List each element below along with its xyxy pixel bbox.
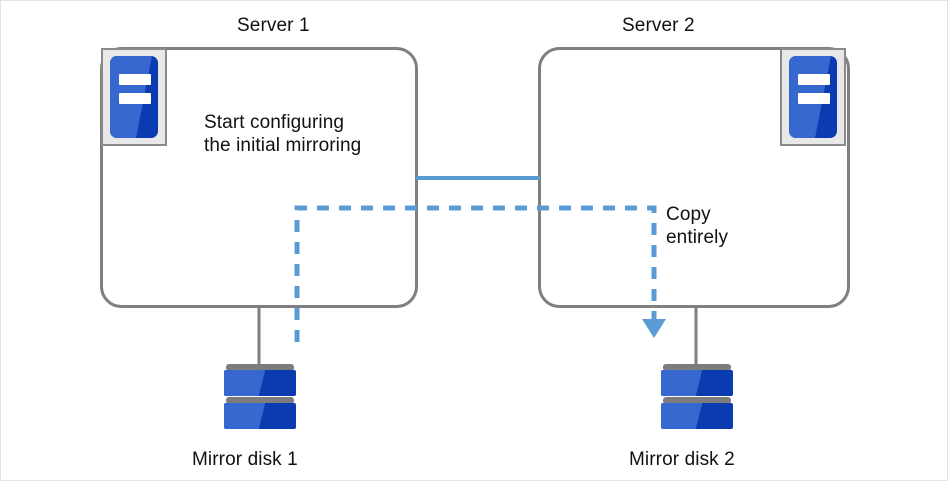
disk-platter-top: [661, 370, 733, 396]
server-icon: [780, 48, 846, 146]
server-icon-bar-bottom: [798, 93, 830, 104]
disk-platter-bottom: [661, 403, 733, 429]
copy-arrowhead-icon: [642, 319, 666, 338]
disk-platter-sheen: [661, 370, 703, 396]
server-icon-body: [789, 56, 837, 138]
server-icon-bar-bottom: [119, 93, 151, 104]
mirror-disk-icon: [661, 364, 733, 432]
start-configuring-note: Start configuring the initial mirroring: [204, 112, 362, 156]
disk-cap-top: [663, 364, 731, 371]
server1-title: Server 1: [237, 15, 310, 36]
mirror-disk-2-label: Mirror disk 2: [629, 449, 735, 470]
server-icon-bar-top: [119, 74, 151, 85]
copy-path-dashed: [294, 205, 657, 342]
disk-cap-top: [226, 364, 294, 371]
disk-platter-sheen: [661, 403, 703, 429]
server-icon-body: [110, 56, 158, 138]
copy-entirely-note: Copy entirely: [666, 204, 729, 248]
disk-platter-sheen: [224, 403, 266, 429]
disk-cap-middle: [663, 397, 731, 404]
disk-platter-bottom: [224, 403, 296, 429]
server-icon: [101, 48, 167, 146]
mirror-disk-1-label: Mirror disk 1: [192, 449, 298, 470]
mirror-disk-icon: [224, 364, 296, 432]
disk-platter-sheen: [224, 370, 266, 396]
server-icon-bar-top: [798, 74, 830, 85]
disk-platter-top: [224, 370, 296, 396]
server2-title: Server 2: [622, 15, 695, 36]
disk-cap-middle: [226, 397, 294, 404]
